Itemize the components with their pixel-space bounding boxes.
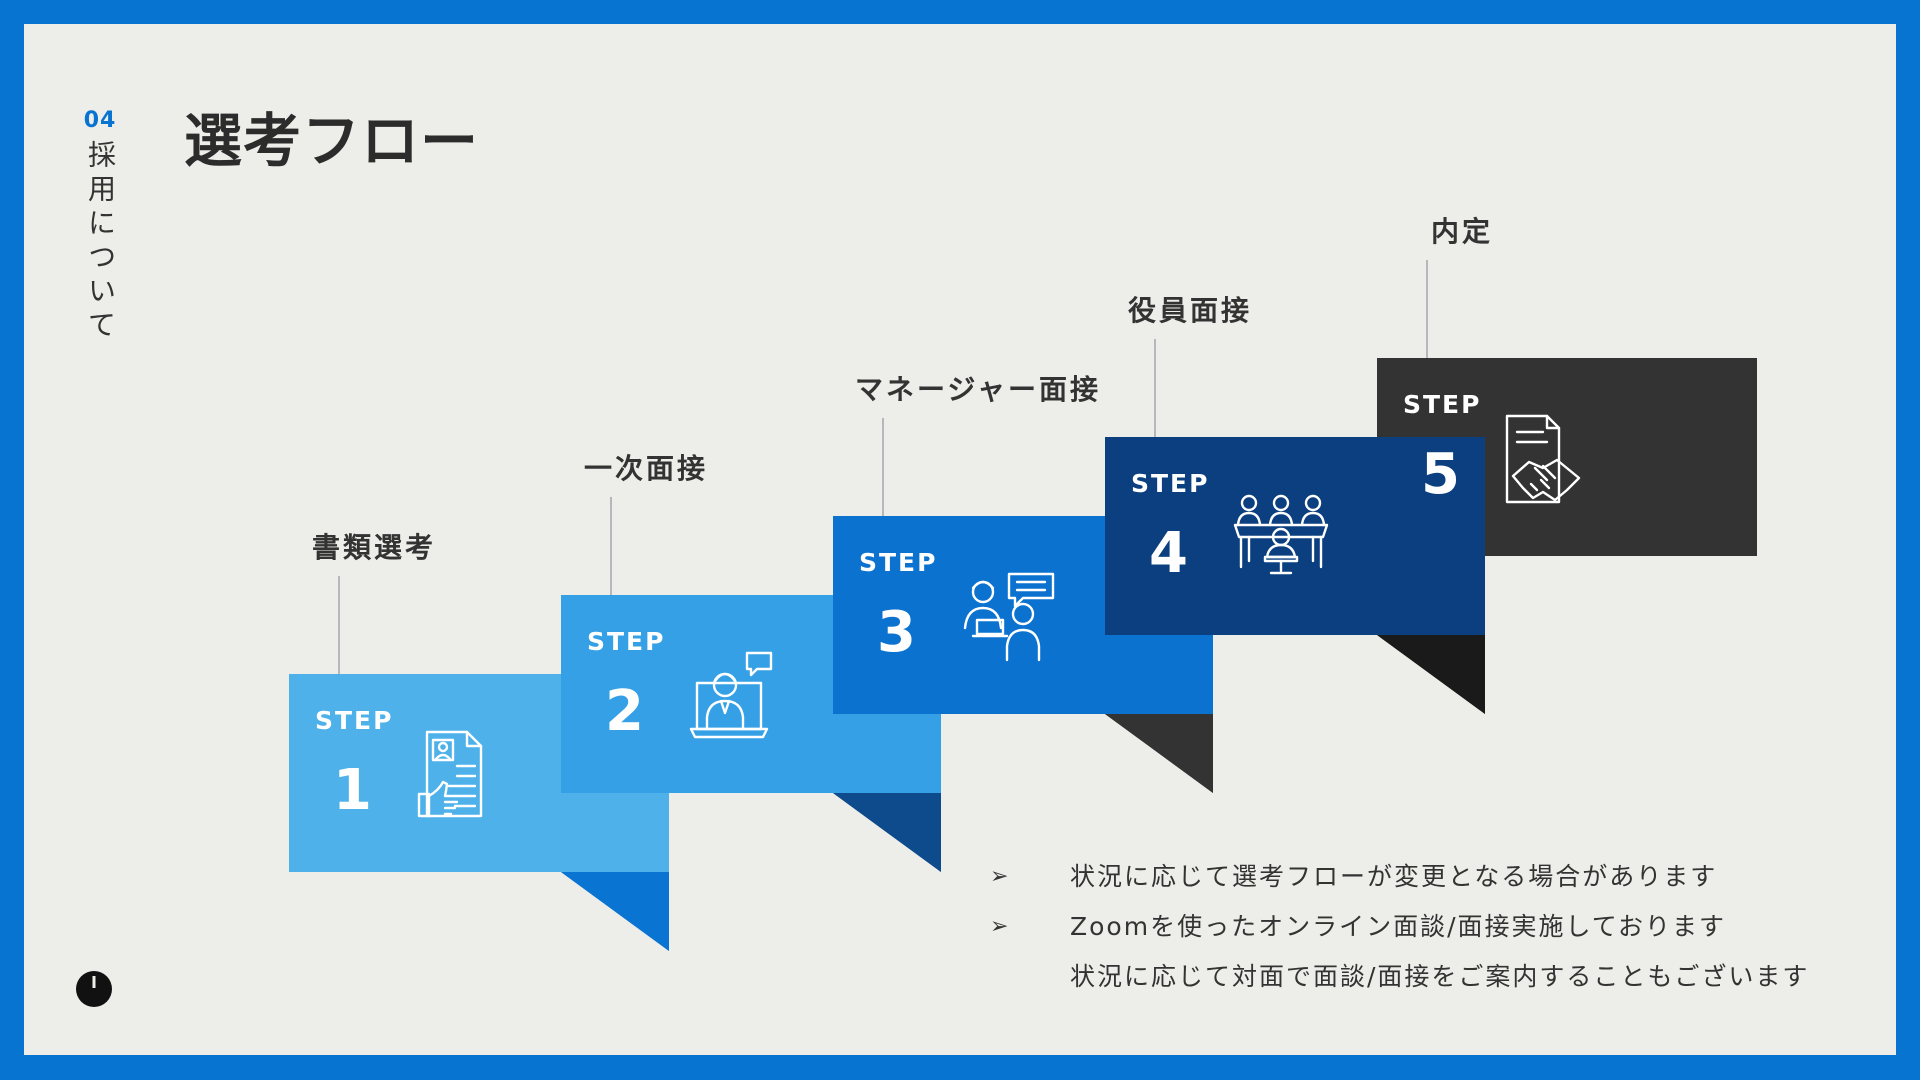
step-shadow [833,793,941,872]
step-leader-line [610,497,612,595]
manager-interview-icon [963,572,1055,662]
executive-panel-icon [1233,494,1329,575]
page-title: 選考フロー [184,107,480,175]
note-text: 状況に応じて選考フローが変更となる場合があります [1070,862,1718,891]
step-word: STEP [1403,390,1482,419]
brand-logo-icon [76,971,112,1007]
step-number: 5 [1421,442,1460,507]
step-number: 4 [1149,521,1188,586]
step-leader-line [882,418,884,516]
bullet-arrow-icon: ➢ [990,914,1011,939]
step-label-4: 役員面接 [1127,294,1253,327]
step-number: 1 [333,758,372,823]
step-label-1: 書類選考 [311,531,437,564]
step-leader-line [1426,260,1428,358]
step-number: 3 [877,600,916,665]
step-word: STEP [1131,469,1210,498]
online-interview-icon [689,651,773,739]
bullet-arrow-icon: ➢ [990,864,1011,889]
flow-steps-graphic [289,358,1757,951]
step-shadow [561,872,669,951]
step-number: 2 [605,679,644,744]
step-leader-line [1154,339,1156,437]
step-label-2: 一次面接 [583,452,709,485]
step-word: STEP [859,548,938,577]
section-label: 採用について [84,140,117,344]
step-word: STEP [315,706,394,735]
step-word: STEP [587,627,666,656]
section-number: 04 [83,108,117,133]
step-label-3: マネージャー面接 [854,373,1102,406]
selection-flow-diagram: 書類選考 STEP 1 一次面接 STEP 2 マネージャー面接 STEP 3 役員面接 STEP 4… [24,24,1896,1055]
handshake-contract-icon [1505,414,1581,504]
step-shadow [1377,635,1485,714]
step-leader-line [338,576,340,674]
step-block-overlap [289,674,561,872]
resume-document-icon [417,730,483,818]
note-text: 状況に応じて対面で面談/面接をご案内することもございます [1070,962,1810,991]
step-label-5: 内定 [1430,215,1494,248]
note-text: Zoomを使ったオンライン面談/面接実施しております [1070,912,1726,941]
step-shadow [1105,714,1213,793]
slide: 04 採用について 選考フロー 書類選考 STEP 1 一次面接 STEP 2 マネージャー… [24,24,1896,1055]
